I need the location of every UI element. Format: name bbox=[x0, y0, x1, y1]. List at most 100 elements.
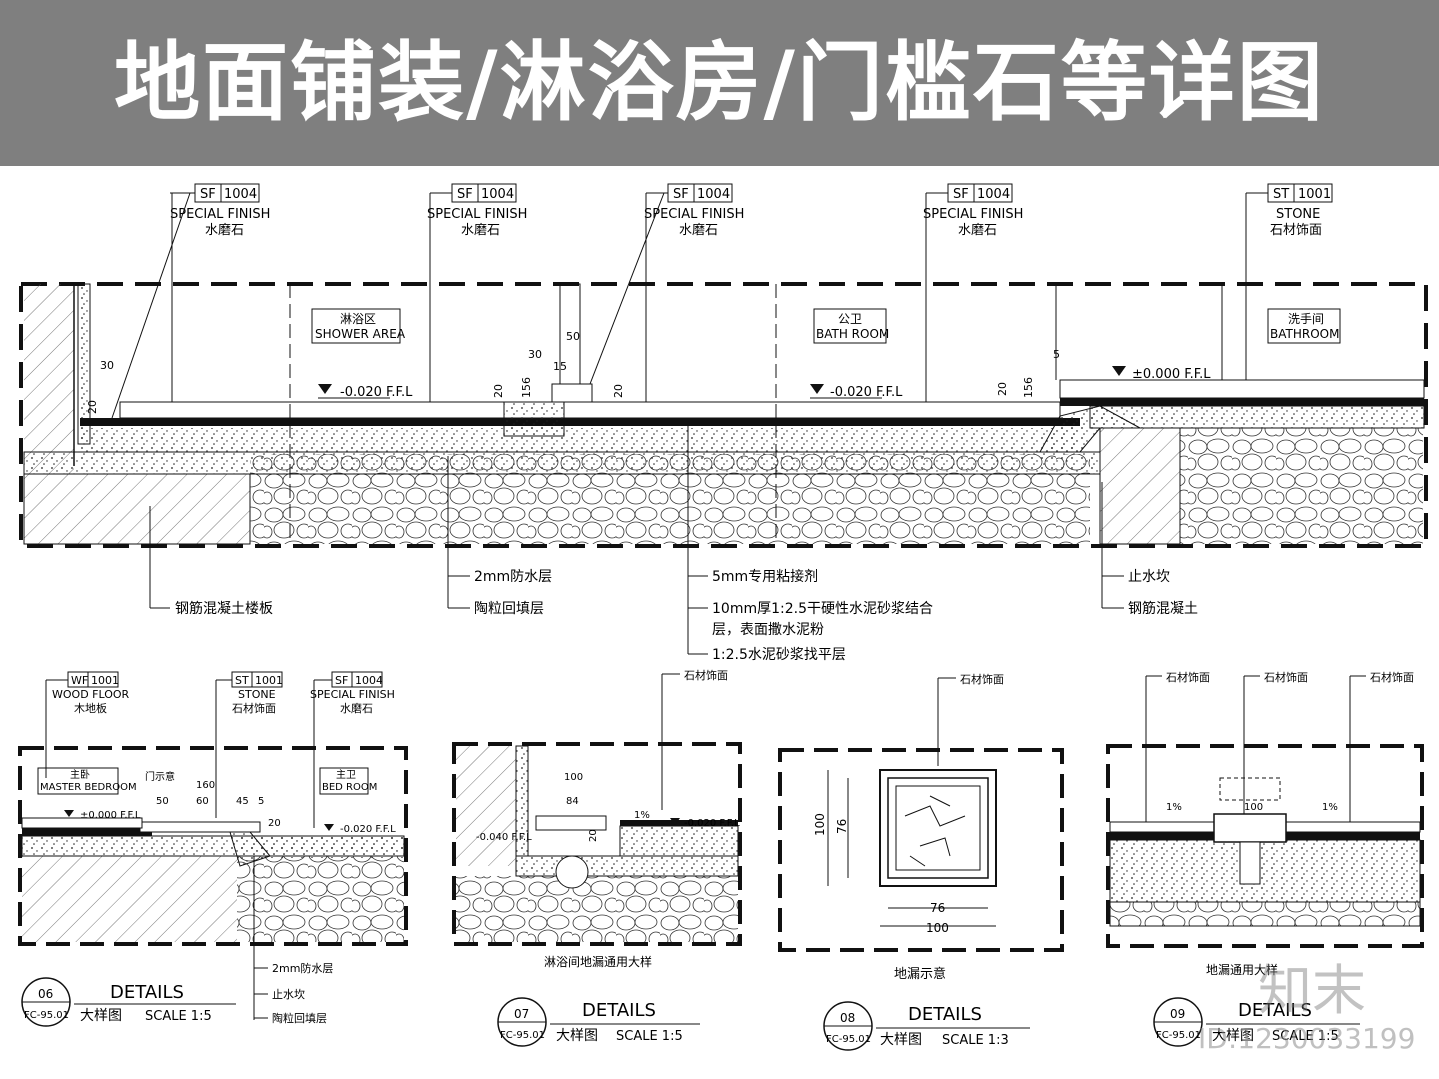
svg-text:BATH ROOM: BATH ROOM bbox=[816, 327, 889, 341]
detail-09-label: 09 FC-95.01 DETAILS 大样图 SCALE 1:5 bbox=[1153, 997, 1360, 1047]
svg-text:1%: 1% bbox=[1166, 802, 1182, 813]
svg-text:FC-95.01: FC-95.01 bbox=[1156, 1030, 1201, 1041]
main-frame bbox=[19, 282, 1428, 548]
svg-text:SHOWER AREA: SHOWER AREA bbox=[315, 327, 406, 341]
svg-text:84: 84 bbox=[566, 796, 579, 807]
main-tags: SF 1004 SPECIAL FINISH 水磨石 SF 1004 SPECI… bbox=[111, 183, 1333, 419]
svg-text:主卧: 主卧 bbox=[70, 768, 90, 781]
svg-text:10mm厚1:2.5干硬性水泥砂浆结合: 10mm厚1:2.5干硬性水泥砂浆结合 bbox=[712, 601, 933, 617]
svg-text:20: 20 bbox=[492, 384, 505, 398]
svg-text:大样图: 大样图 bbox=[80, 1008, 122, 1024]
watermark-logo: 知末 bbox=[1258, 959, 1366, 1022]
svg-text:SPECIAL FINISH: SPECIAL FINISH bbox=[923, 207, 1023, 222]
main-dims: 30 20 20 30 50 15 156 20 20 156 5 bbox=[86, 330, 1060, 414]
svg-text:WOOD FLOOR: WOOD FLOOR bbox=[52, 688, 130, 701]
svg-text:15: 15 bbox=[553, 360, 567, 373]
svg-text:公卫: 公卫 bbox=[838, 312, 862, 326]
svg-text:06: 06 bbox=[38, 987, 53, 1001]
svg-text:STONE: STONE bbox=[1276, 207, 1320, 222]
svg-text:20: 20 bbox=[86, 400, 99, 414]
svg-text:石材饰面: 石材饰面 bbox=[1270, 223, 1322, 238]
svg-text:SF: SF bbox=[200, 187, 216, 202]
svg-text:FC-95.01: FC-95.01 bbox=[826, 1034, 871, 1045]
tag-5: ST 1001 STONE 石材饰面 bbox=[1245, 183, 1333, 380]
svg-text:SCALE 1:3: SCALE 1:3 bbox=[942, 1033, 1009, 1048]
svg-text:DETAILS: DETAILS bbox=[1238, 1000, 1312, 1021]
svg-text:100: 100 bbox=[926, 921, 949, 935]
detail-09-caption: 地漏通用大样 bbox=[1206, 962, 1278, 977]
svg-text:水磨石: 水磨石 bbox=[205, 223, 244, 238]
svg-text:FC-95.01: FC-95.01 bbox=[500, 1030, 545, 1041]
svg-text:76: 76 bbox=[835, 819, 849, 834]
svg-text:SPECIAL FINISH: SPECIAL FINISH bbox=[310, 688, 395, 701]
main-section: SF 1004 SPECIAL FINISH 水磨石 SF 1004 SPECI… bbox=[19, 183, 1428, 663]
detail-09-materials: 石材饰面 石材饰面 石材饰面 bbox=[1145, 670, 1414, 822]
svg-text:1001: 1001 bbox=[1298, 187, 1331, 202]
detail-08-caption: 地漏示意 bbox=[894, 966, 946, 982]
svg-text:1004: 1004 bbox=[481, 187, 514, 202]
svg-text:SF: SF bbox=[953, 187, 969, 202]
svg-text:1004: 1004 bbox=[697, 187, 730, 202]
svg-text:FC-95.01: FC-95.01 bbox=[24, 1010, 69, 1021]
detail-07: 石材饰面 100 84 20 1% -0.020 F.F.L -0.040 F.… bbox=[452, 668, 742, 1047]
svg-text:钢筋混凝土: 钢筋混凝土 bbox=[1128, 600, 1198, 617]
svg-text:1%: 1% bbox=[1322, 802, 1338, 813]
svg-text:SF: SF bbox=[673, 187, 689, 202]
detail-07-dims: 100 84 20 1% -0.020 F.F.L -0.040 F.F.L bbox=[476, 772, 740, 843]
svg-text:陶粒回填层: 陶粒回填层 bbox=[474, 601, 544, 617]
svg-text:1004: 1004 bbox=[224, 187, 257, 202]
svg-text:100: 100 bbox=[813, 813, 827, 836]
tag-3: SF 1004 SPECIAL FINISH 水磨石 bbox=[589, 183, 744, 402]
svg-text:陶粒回填层: 陶粒回填层 bbox=[272, 1011, 327, 1025]
svg-text:20: 20 bbox=[612, 384, 625, 398]
tag-4: SF 1004 SPECIAL FINISH 水磨石 bbox=[923, 183, 1023, 402]
svg-text:-0.020 F.F.L: -0.020 F.F.L bbox=[340, 385, 413, 400]
main-levels: -0.020 F.F.L -0.020 F.F.L ±0.000 F.F.L bbox=[318, 366, 1211, 400]
svg-text:SCALE 1:5: SCALE 1:5 bbox=[616, 1029, 683, 1044]
svg-text:ST: ST bbox=[1273, 187, 1289, 202]
svg-text:SPECIAL FINISH: SPECIAL FINISH bbox=[170, 207, 270, 222]
detail-08: 石材饰面 100 76 76 100 地漏示意 08 FC-95.01 DETA… bbox=[778, 672, 1064, 1051]
main-callouts: 钢筋混凝土楼板 2mm防水层 陶粒回填层 5mm专用粘接剂 10mm厚1:2.5… bbox=[149, 424, 1198, 663]
svg-text:大样图: 大样图 bbox=[556, 1028, 598, 1044]
svg-text:1:2.5水泥砂浆找平层: 1:2.5水泥砂浆找平层 bbox=[712, 647, 846, 663]
svg-text:5mm专用粘接剂: 5mm专用粘接剂 bbox=[712, 568, 818, 585]
svg-text:20: 20 bbox=[996, 382, 1009, 396]
tag-2: SF 1004 SPECIAL FINISH 水磨石 bbox=[427, 183, 527, 402]
svg-text:100: 100 bbox=[1244, 802, 1263, 813]
watermark-id: ID:1230033199 bbox=[1198, 1022, 1416, 1055]
svg-text:-0.020 F.F.L: -0.020 F.F.L bbox=[830, 385, 903, 400]
svg-text:SCALE 1:5: SCALE 1:5 bbox=[145, 1009, 212, 1024]
svg-text:±0.000 F.F.L: ±0.000 F.F.L bbox=[1132, 367, 1211, 382]
detail-07-caption: 淋浴间地漏通用大样 bbox=[544, 954, 652, 969]
svg-text:木地板: 木地板 bbox=[74, 701, 107, 715]
svg-text:大样图: 大样图 bbox=[880, 1032, 922, 1048]
svg-text:07: 07 bbox=[514, 1007, 529, 1021]
svg-text:止水坎: 止水坎 bbox=[272, 988, 305, 1001]
svg-text:石材饰面: 石材饰面 bbox=[232, 701, 276, 715]
title-banner: 地面铺装/淋浴房/门槛石等详图 bbox=[0, 0, 1439, 166]
svg-text:石材饰面: 石材饰面 bbox=[960, 672, 1004, 686]
svg-text:2mm防水层: 2mm防水层 bbox=[474, 569, 552, 585]
svg-text:SPECIAL FINISH: SPECIAL FINISH bbox=[644, 207, 744, 222]
svg-text:160: 160 bbox=[196, 780, 215, 791]
svg-text:60: 60 bbox=[196, 796, 209, 807]
cad-drawing: SF 1004 SPECIAL FINISH 水磨石 SF 1004 SPECI… bbox=[18, 183, 1428, 1051]
detail-09: 石材饰面 石材饰面 石材饰面 1% 100 1% 地漏通用大样 09 FC-95… bbox=[1106, 670, 1424, 1047]
svg-text:主卫: 主卫 bbox=[336, 769, 356, 781]
svg-text:SF: SF bbox=[457, 187, 473, 202]
svg-text:DETAILS: DETAILS bbox=[582, 1000, 656, 1021]
detail-09-dims: 1% 100 1% bbox=[1166, 802, 1338, 813]
main-rooms: 淋浴区 SHOWER AREA 公卫 BATH ROOM 洗手间 BATHROO… bbox=[311, 308, 1341, 344]
svg-text:1004: 1004 bbox=[977, 187, 1010, 202]
svg-text:50: 50 bbox=[156, 796, 169, 807]
svg-text:45: 45 bbox=[236, 796, 249, 807]
detail-07-label: 07 FC-95.01 DETAILS 大样图 SCALE 1:5 bbox=[497, 997, 700, 1047]
svg-text:5: 5 bbox=[1053, 348, 1060, 361]
svg-text:石材饰面: 石材饰面 bbox=[1370, 670, 1414, 684]
svg-text:2mm防水层: 2mm防水层 bbox=[272, 961, 333, 975]
svg-text:ST: ST bbox=[235, 674, 249, 687]
svg-text:30: 30 bbox=[100, 359, 114, 372]
